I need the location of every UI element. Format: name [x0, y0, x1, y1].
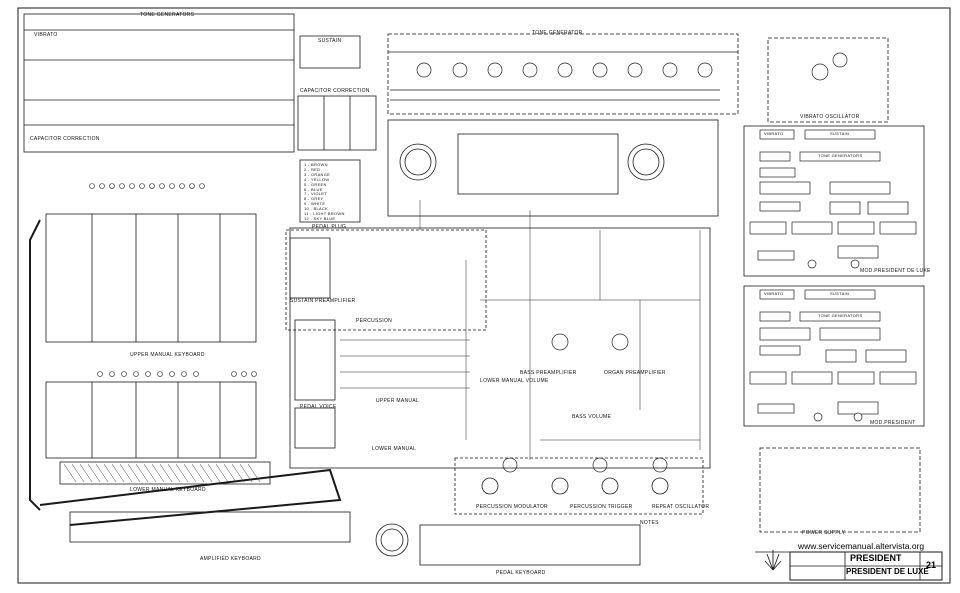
capacitor-correction-left-label: CAPACITOR CORRECTION: [30, 136, 100, 142]
color-code-item: 11 - LIGHT BROWN: [304, 211, 345, 217]
pedal-plug-label: PEDAL PLUG: [312, 224, 347, 230]
lower-keyboard-grid: [45, 381, 257, 459]
pedal-voice-label: PEDAL VOICE: [300, 404, 337, 410]
president-caption: MOD.PRESIDENT: [870, 420, 916, 426]
capacitor-correction-label: CAPACITOR CORRECTION: [300, 88, 370, 94]
upper-keyboard-grid: [45, 213, 257, 343]
bd1-tone-generators: TONE GENERATORS: [818, 153, 863, 158]
color-code-item: 12 - SKY BLUE: [304, 215, 336, 221]
deluxe-caption: MOD.PRESIDENT DE LUXE: [860, 268, 931, 274]
amplified-keyboard-title: AMPLIFIED KEYBOARD: [200, 556, 261, 562]
vibrato-label: VIBRATO: [34, 32, 58, 38]
repeat-oscillator-label: REPEAT OSCILLATOR: [652, 504, 710, 510]
color-code-item: 4 - YELLOW: [304, 176, 330, 182]
bd1-sustain: SUSTAIN: [830, 131, 850, 136]
upper-manual-keyboard-title: UPPER MANUAL KEYBOARD: [130, 352, 205, 358]
color-code-table: [299, 159, 361, 223]
power-supply-block: [759, 447, 921, 533]
color-code-item: 5 - GREEN: [304, 181, 327, 187]
sheet-number: 21: [926, 560, 937, 570]
model-name-deluxe: PRESIDENT DE LUXE: [846, 567, 929, 576]
pedal-keyboard-drawing: [419, 524, 641, 566]
capacitor-table: [297, 95, 377, 151]
sustain-preamplifier-label: SUSTAIN PREAMPLIFIER: [290, 298, 356, 304]
bd2-sustain: SUSTAIN: [830, 291, 850, 296]
percussion-board: [454, 457, 704, 515]
website-url: www.servicemanual.altervista.org: [798, 541, 925, 551]
manufacturer-logo-icon: [764, 550, 782, 571]
block-diagram-deluxe: [743, 125, 925, 277]
bd2-vibrato: VIBRATO: [764, 291, 784, 296]
color-code-item: 10 - BLACK: [304, 206, 329, 212]
sustain-table: [299, 35, 361, 69]
organ-preamplifier-label: ORGAN PREAMPLIFIER: [604, 370, 666, 376]
vibrato-oscillator-block: [767, 37, 889, 123]
color-code-item: 9 - WHITE: [304, 201, 326, 207]
bd2-tone-generators: TONE GENERATORS: [818, 313, 863, 318]
bass-preamplifier-label: BASS PREAMPLIFIER: [520, 370, 577, 376]
lower-manual-label: LOWER MANUAL: [372, 446, 417, 452]
tone-generators-block: [23, 13, 295, 153]
model-name: PRESIDENT: [850, 553, 902, 563]
tone-generator-block: [387, 33, 739, 115]
color-code-item: 3 - ORANGE: [304, 171, 331, 177]
lower-manual-volume-label: LOWER MANUAL VOLUME: [480, 378, 549, 384]
color-code-item: 6 - BLUE: [304, 186, 323, 192]
main-board: [289, 227, 711, 469]
lower-keyboard-drawing: [59, 461, 271, 485]
bd1-vibrato: VIBRATO: [764, 131, 784, 136]
bass-volume-label: BASS VOLUME: [572, 414, 612, 420]
color-code-item: 2 - RED: [304, 166, 321, 172]
percussion-trigger-label: PERCUSSION TRIGGER: [570, 504, 633, 510]
vibrato-oscillator-title: VIBRATO OSCILLATOR: [800, 114, 860, 120]
color-code-list: 1 - BROWN 2 - RED 3 - ORANGE 4 - YELLOW …: [304, 162, 345, 222]
tone-generator-title: TONE GENERATOR: [532, 30, 583, 36]
color-code-item: 8 - GREY: [304, 196, 324, 202]
sustain-label: SUSTAIN: [318, 38, 342, 44]
pedal-keyboard-title: PEDAL KEYBOARD: [496, 570, 546, 576]
percussion-modulator-label: PERCUSSION MODULATOR: [476, 504, 548, 510]
plug-switch-region: [387, 119, 719, 217]
lower-manual-keyboard-title: LOWER MANUAL KEYBOARD: [130, 487, 206, 493]
color-code-item: 1 - BROWN: [304, 162, 328, 167]
percussion-label: PERCUSSION: [356, 318, 393, 324]
preamplifier-section: [285, 229, 487, 331]
amplified-keyboard-drawing: [69, 511, 351, 543]
color-code-item: 7 - VIOLET: [304, 191, 328, 197]
power-supply-title: POWER SUPPLY: [802, 530, 846, 536]
block-diagram-president: [743, 285, 925, 427]
notes-heading: NOTES: [640, 520, 659, 526]
upper-manual-label: UPPER MANUAL: [376, 398, 420, 404]
tone-generators-title: TONE GENERATORS: [140, 12, 195, 18]
